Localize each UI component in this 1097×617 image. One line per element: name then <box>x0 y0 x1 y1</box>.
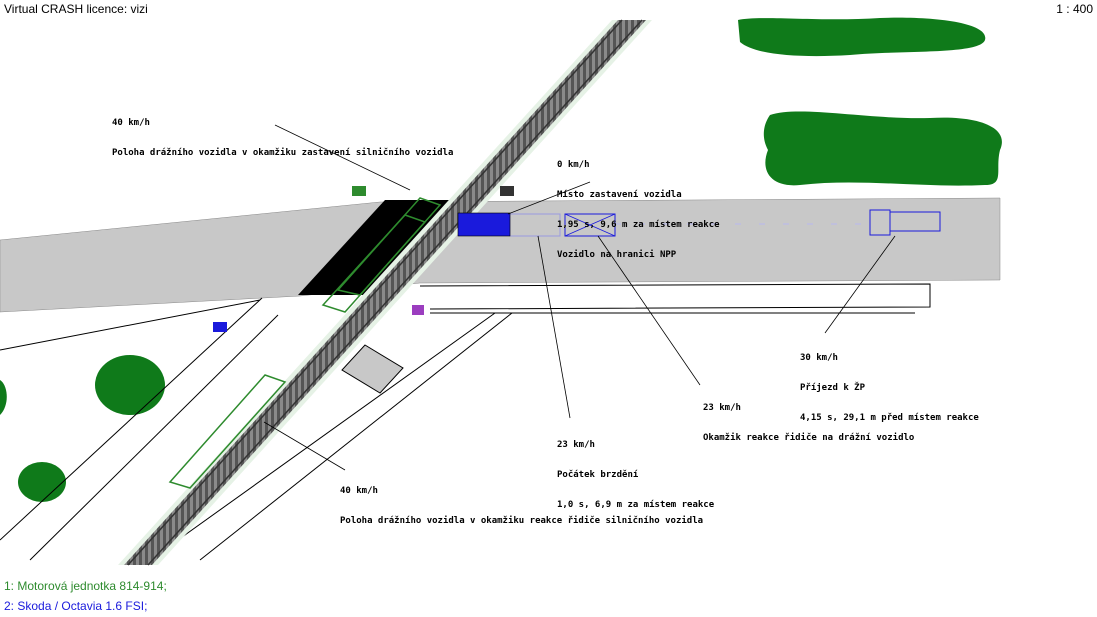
annotation-speed: 30 km/h <box>800 353 838 363</box>
annotation-car-stop: 0 km/h Místo zastavení vozidla 1,95 s, 9… <box>557 140 720 270</box>
side-road-edge <box>419 283 931 310</box>
annotation-speed: 23 km/h <box>557 440 595 450</box>
annotation-train-reaction: 40 km/h Poloha drážního vozidla v okamži… <box>340 466 703 536</box>
annotation-speed: 23 km/h <box>703 403 741 413</box>
legend-item-car: 2: Skoda / Octavia 1.6 FSI; <box>4 599 148 613</box>
tree-left-1 <box>95 355 165 415</box>
annotation-line: Místo zastavení vozidla <box>557 190 682 200</box>
train-reaction-position <box>168 374 287 489</box>
annotation-line: 1,95 s, 9,6 m za místem reakce <box>557 220 720 230</box>
tree-left-edge <box>0 380 7 415</box>
marker-purple <box>412 305 424 315</box>
annotation-text: Okamžik reakce řidiče na drážní vozidlo <box>703 433 915 443</box>
annotation-train-stop: 40 km/h Poloha drážního vozidla v okamži… <box>112 98 453 168</box>
building <box>341 344 404 394</box>
annotation-approach: 30 km/h Příjezd k ŽP 4,15 s, 29,1 m před… <box>800 333 979 433</box>
scale-label: 1 : 400 <box>1056 2 1093 16</box>
marker-blue <box>213 322 227 332</box>
annotation-text: Poloha drážního vozidla v okamžiku zasta… <box>112 148 454 158</box>
marker-green <box>352 186 366 196</box>
annotation-speed: 0 km/h <box>557 160 590 170</box>
annotation-line: Příjezd k ŽP <box>800 383 866 393</box>
annotation-line: 1,0 s, 6,9 m za místem reakce <box>557 500 715 510</box>
tree-right <box>763 111 1002 186</box>
annotation-line: 4,15 s, 29,1 m před místem reakce <box>800 413 979 423</box>
tree-left-2 <box>18 462 66 502</box>
annotation-line: Vozidlo na hranici NPP <box>557 250 677 260</box>
car-reaction <box>564 213 616 237</box>
annotation-line: Počátek brzdění <box>557 470 639 480</box>
legend-item-train: 1: Motorová jednotka 814-914; <box>4 579 167 593</box>
annotation-text: Poloha drážního vozidla v okamžiku reakc… <box>340 516 704 526</box>
annotation-braking: 23 km/h Počátek brzdění 1,0 s, 6,9 m za … <box>557 420 714 520</box>
tree-top-right <box>738 17 986 57</box>
car-approach <box>869 209 941 236</box>
annotation-speed: 40 km/h <box>340 486 378 496</box>
licence-label: Virtual CRASH licence: vizi <box>4 2 148 16</box>
train-stop-position <box>321 197 442 313</box>
marker-dark <box>500 186 514 196</box>
annotation-reaction: 23 km/h Okamžik reakce řidiče na drážní … <box>703 383 914 453</box>
annotation-speed: 40 km/h <box>112 118 150 128</box>
railway-track <box>118 19 652 566</box>
car-stop <box>457 212 511 237</box>
